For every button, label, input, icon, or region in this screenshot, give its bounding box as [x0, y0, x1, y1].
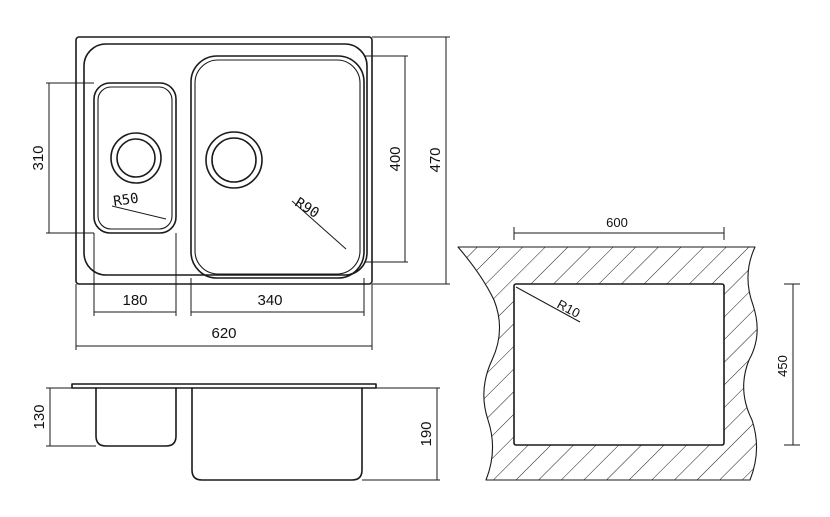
countertop-edge: [457, 246, 758, 481]
large-bowl-radius-leader: [291, 200, 347, 250]
cutout-radius-label: R10: [555, 296, 583, 320]
large-bowl-height-label: 400: [387, 146, 404, 171]
small-bowl-radius-leader: [111, 205, 167, 220]
overall-width-label: 620: [211, 325, 236, 342]
overall-height-label: 470: [427, 147, 444, 172]
countertop-hatch: [458, 247, 758, 480]
dim-bowl-widths: 180 340: [93, 233, 365, 316]
side-large-bowl: [191, 387, 363, 481]
small-bowl-depth-label: 130: [31, 404, 48, 429]
small-bowl-radius-label: R50: [112, 191, 139, 210]
cutout-radius-leader: [515, 286, 581, 323]
dim-overall-width: 620: [75, 284, 373, 350]
large-bowl-outline: [190, 55, 365, 279]
sink-outer-outline: [75, 36, 373, 285]
large-bowl-drain: [205, 131, 263, 189]
dim-cutout-height: 450: [775, 283, 800, 446]
side-small-bowl: [95, 387, 177, 447]
top-view: R50 R90 310 400 470: [30, 36, 450, 350]
small-bowl-width-label: 180: [122, 292, 147, 309]
cutout-opening: [513, 283, 725, 446]
sink-rim: [83, 43, 368, 276]
dim-overall-height: 470: [372, 36, 450, 285]
dim-small-bowl-depth: 130: [31, 387, 96, 447]
large-bowl-width-label: 340: [257, 292, 282, 309]
side-view: 130 190: [31, 383, 440, 481]
small-bowl-outline: [93, 82, 177, 234]
dim-large-bowl-height: 400: [364, 55, 408, 263]
cutout-width-label: 600: [606, 215, 628, 230]
dim-small-bowl-height: 310: [30, 82, 94, 234]
side-deck: [71, 383, 377, 389]
cutout-height-label: 450: [775, 355, 790, 377]
large-bowl-depth-label: 190: [418, 421, 435, 446]
small-bowl-drain: [110, 132, 162, 184]
cutout-template: R10 600 450: [457, 215, 800, 481]
large-bowl-inner: [194, 59, 361, 275]
small-bowl-height-label: 310: [30, 145, 47, 170]
small-bowl-inner: [97, 86, 173, 230]
dim-cutout-width: 600: [513, 215, 725, 240]
dim-large-bowl-depth: 190: [362, 387, 440, 481]
large-bowl-radius-label: R90: [292, 195, 322, 222]
